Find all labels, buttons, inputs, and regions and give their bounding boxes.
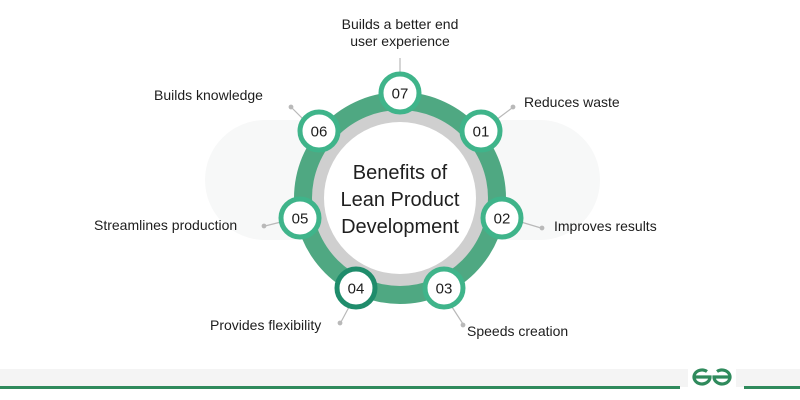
connector-05 [264, 221, 282, 227]
connector-dot-04 [337, 320, 343, 326]
node-number: 03 [436, 281, 453, 298]
label-07: Builds a better end user experience [320, 16, 480, 50]
connector-02 [520, 221, 542, 229]
diagram-title: Benefits of Lean Product Development [320, 160, 480, 241]
connector-04 [340, 306, 350, 323]
node-number: 01 [473, 124, 490, 141]
node-05: 05 [278, 196, 322, 240]
node-number: 05 [292, 211, 309, 228]
connector-dot-01 [510, 104, 516, 110]
connector-03 [451, 306, 464, 325]
label-03: Speeds creation [467, 323, 569, 339]
node-number: 07 [392, 86, 409, 103]
footer-line-left [0, 386, 680, 389]
geeksforgeeks-logo-icon [688, 364, 736, 390]
footer-line-right [744, 386, 800, 389]
center-disc [324, 122, 476, 274]
connector-dot-05 [261, 223, 267, 229]
label-02: Improves results [554, 218, 657, 234]
connector-01 [495, 107, 513, 121]
connector-dot-06 [288, 104, 294, 110]
label-05: Streamlines production [94, 217, 238, 233]
connector-dot-02 [539, 225, 545, 231]
label-06: Builds knowledge [154, 87, 263, 103]
node-number: 02 [494, 211, 511, 228]
connector-dot-03 [460, 322, 466, 328]
node-01: 01 [459, 109, 503, 153]
label-01: Reduces waste [524, 94, 620, 110]
label-line: user experience [350, 33, 450, 49]
node-06: 06 [297, 109, 341, 153]
node-02: 02 [480, 196, 524, 240]
node-number: 06 [311, 124, 328, 141]
node-03: 03 [422, 266, 466, 310]
label-line: Builds a better end [341, 16, 459, 32]
title-line: Lean Product [340, 189, 460, 211]
node-number: 04 [348, 281, 365, 298]
footer-band [0, 369, 800, 387]
title-line: Benefits of [352, 162, 448, 184]
node-07: 07 [378, 71, 422, 115]
node-04: 04 [334, 266, 378, 310]
label-04: Provides flexibility [210, 317, 322, 333]
title-line: Development [341, 216, 459, 238]
